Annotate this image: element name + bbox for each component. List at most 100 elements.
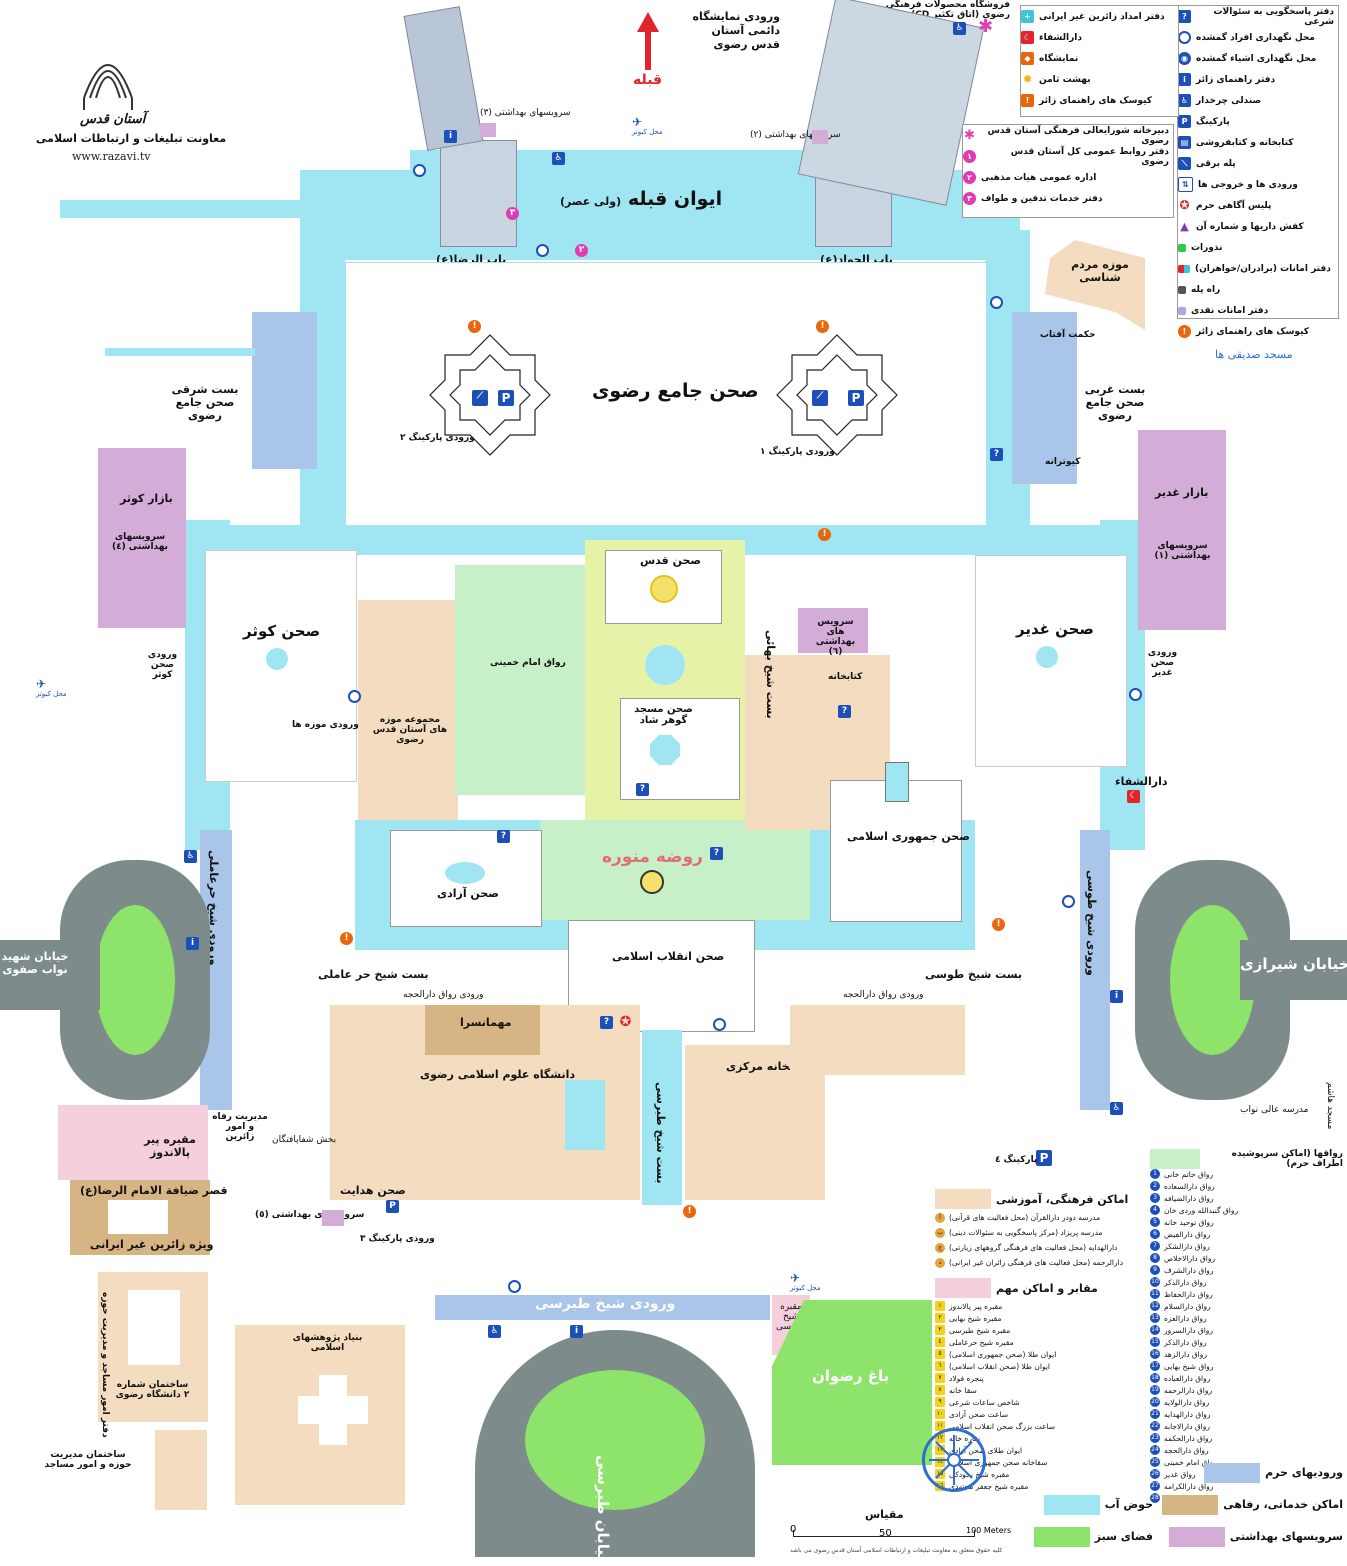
darol-hojjat-entrance-left: ورودی رواق دارالحجه [403,990,484,1000]
lost-people-icon[interactable] [508,1280,521,1293]
scale-tick-50: 50 [879,1528,892,1539]
parking-2-structure [425,330,555,460]
info-icon[interactable]: i [570,1325,583,1338]
kiosk-icon[interactable]: ! [816,320,829,333]
lost-people-icon[interactable] [536,244,549,257]
riwaq-number-icon: 6 [1150,1229,1160,1239]
riwaq-label: رواق دارالرحمه [1164,1385,1213,1395]
guesthouse [425,1005,540,1055]
wheelchair-icon[interactable]: ♿ [184,850,197,863]
tomb-label: مقبره پیر پالاندوز [949,1301,1003,1311]
police-star-icon[interactable]: ✪ [619,1014,632,1030]
goharshad-pool [650,735,680,765]
hospital-icon[interactable]: ☾ [1127,790,1140,803]
office-3-icon[interactable]: ٣ [506,207,519,220]
kiosk-icon[interactable]: ! [992,918,1005,931]
info-icon[interactable]: i [186,937,199,950]
parking-icon[interactable]: P [498,390,514,406]
website-link[interactable]: www.razavi.tv [72,150,151,163]
tomb-number-icon: ١١ [935,1421,945,1431]
qibla-arrow-icon [637,12,659,72]
deposit-icon [1178,264,1190,273]
riwaq-number-icon: 19 [1150,1385,1160,1395]
lost-people-icon[interactable] [1062,895,1075,908]
wheelchair-icon[interactable]: ♿ [552,152,565,165]
parking-4-icon[interactable]: P [1036,1150,1052,1166]
lost-people-icon[interactable] [990,296,1003,309]
parking-2-entrance-label: ورودی پارکینگ ٢ [400,433,475,443]
kowsar-entrance-label: ورودی صحن کوثر [147,650,178,680]
kiosk-icon[interactable]: ! [683,1205,696,1218]
legend-item: ✱دبیرخانه شورایعالی فرهنگی آستان قدس رضو… [963,125,1169,146]
question-icon[interactable]: ? [497,830,510,843]
riwaq-header: رواقها (اماکن سرپوشیده اطراف حرم) [1150,1149,1347,1169]
wheelchair-icon[interactable]: ♿ [1110,1102,1123,1115]
category-item: حوض آب [1043,1494,1157,1515]
bast-east-label: بست شرقی صحن جامع رضوی [171,383,239,422]
entrance-horr-label: ورودی شیخ حرعاملی [207,850,220,966]
question-icon[interactable]: ? [990,448,1003,461]
cultural-label: دارالهدایه (محل فعالیت های فرهنگی گروهها… [949,1243,1118,1252]
iwan-qibla-label: ایوان قبله (ولی عصر) [560,188,722,210]
wheelchair-icon[interactable]: ♿ [953,22,966,35]
riwaq-label: رواق دارالزهد [1164,1349,1207,1359]
kiosk-icon[interactable]: ! [468,320,481,333]
question-icon[interactable]: ? [838,705,851,718]
info-icon[interactable]: i [444,130,457,143]
mosque-hashem-label: مسجد هاشم [1325,1082,1335,1130]
lost-people-icon[interactable] [413,164,426,177]
escalator-icon[interactable]: ⟋ [472,390,488,406]
parking-icon[interactable]: P [386,1200,399,1213]
question-icon[interactable]: ? [636,783,649,796]
question-icon[interactable]: ? [600,1016,613,1029]
legend-offices: ✱دبیرخانه شورایعالی فرهنگی آستان قدس رضو… [962,124,1174,218]
kiosk-icon[interactable]: ! [340,932,353,945]
seminary-mgmt-block [155,1430,207,1510]
tomb-label: ساعت بزرگ صحن انقلاب اسلامی [949,1421,1056,1431]
sahn-kowsar-label: صحن کوثر [243,622,321,640]
question-icon[interactable]: ? [710,847,723,860]
kiosk-label: کیوترانه [1045,457,1081,467]
lost-people-icon[interactable] [713,1018,726,1031]
legend-item: ⟋پله برقی [1178,153,1338,174]
riwaq-label: رواق دارالحکمه [1164,1433,1213,1443]
riwaq-number-icon: 14 [1150,1325,1160,1335]
kitchen-label: بخش شفاپافتگان [272,1135,337,1145]
lost-people-icon[interactable] [1129,688,1142,701]
palace-label: قصر ضیافة الامام الرضا(ع) [80,1184,228,1197]
mosque-seddighi-label[interactable]: مسجد صدیقی ها [1215,348,1293,361]
info-icon[interactable]: i [1110,990,1123,1003]
legend-item: ▤کتابخانه و کتابفروشی [1178,132,1338,153]
lost-people-icon[interactable] [348,690,361,703]
riwaq-item: 6 رواق دارالفیض [1150,1228,1343,1240]
cultural-number-icon: ب [935,1227,945,1238]
office-2-icon[interactable]: ٢ [575,244,588,257]
vow-icon [1178,243,1186,252]
riwaq-label: رواق دارالفیض [1164,1229,1211,1239]
escalator-icon[interactable]: ⟋ [812,390,828,406]
qods-fountain-icon [650,575,678,603]
kiosk-icon[interactable]: ! [818,528,831,541]
tomb-number-icon: ٦ [935,1361,945,1371]
cultural-label: مدرسه دودر دارالقرآن (محل فعالیت های قرآ… [949,1213,1101,1222]
riwaq-number-icon: 27 [1150,1481,1160,1491]
parking-icon[interactable]: P [848,390,864,406]
stairs-icon [1178,285,1186,294]
riwaq-number-icon: 3 [1150,1193,1160,1203]
exhibition-entrance-label: ورودی نمایشگاه دائمی آستان قدس رضوی [692,10,780,51]
sahn-enghelab-label: صحن انقلاب اسلامی [612,950,725,963]
cultural-header: اماکن فرهنگی، آموزشی [935,1188,1150,1210]
tomb-number-icon: ٨ [935,1385,945,1395]
riwaq-label: رواق گنبدالله وردی خان [1164,1205,1239,1215]
tomb-label: شاخص ساعات شرعی [949,1397,1020,1407]
legend-amenities: +دفتر امداد زائرین غیر ایرانی ☾دارالشفاء… [1020,5,1179,117]
tomb-label: مقبره شیخ جعفر مجتهدی [949,1481,1029,1491]
scale-tick-0: 0 [790,1524,797,1535]
wheelchair-icon[interactable]: ♿ [488,1325,501,1338]
